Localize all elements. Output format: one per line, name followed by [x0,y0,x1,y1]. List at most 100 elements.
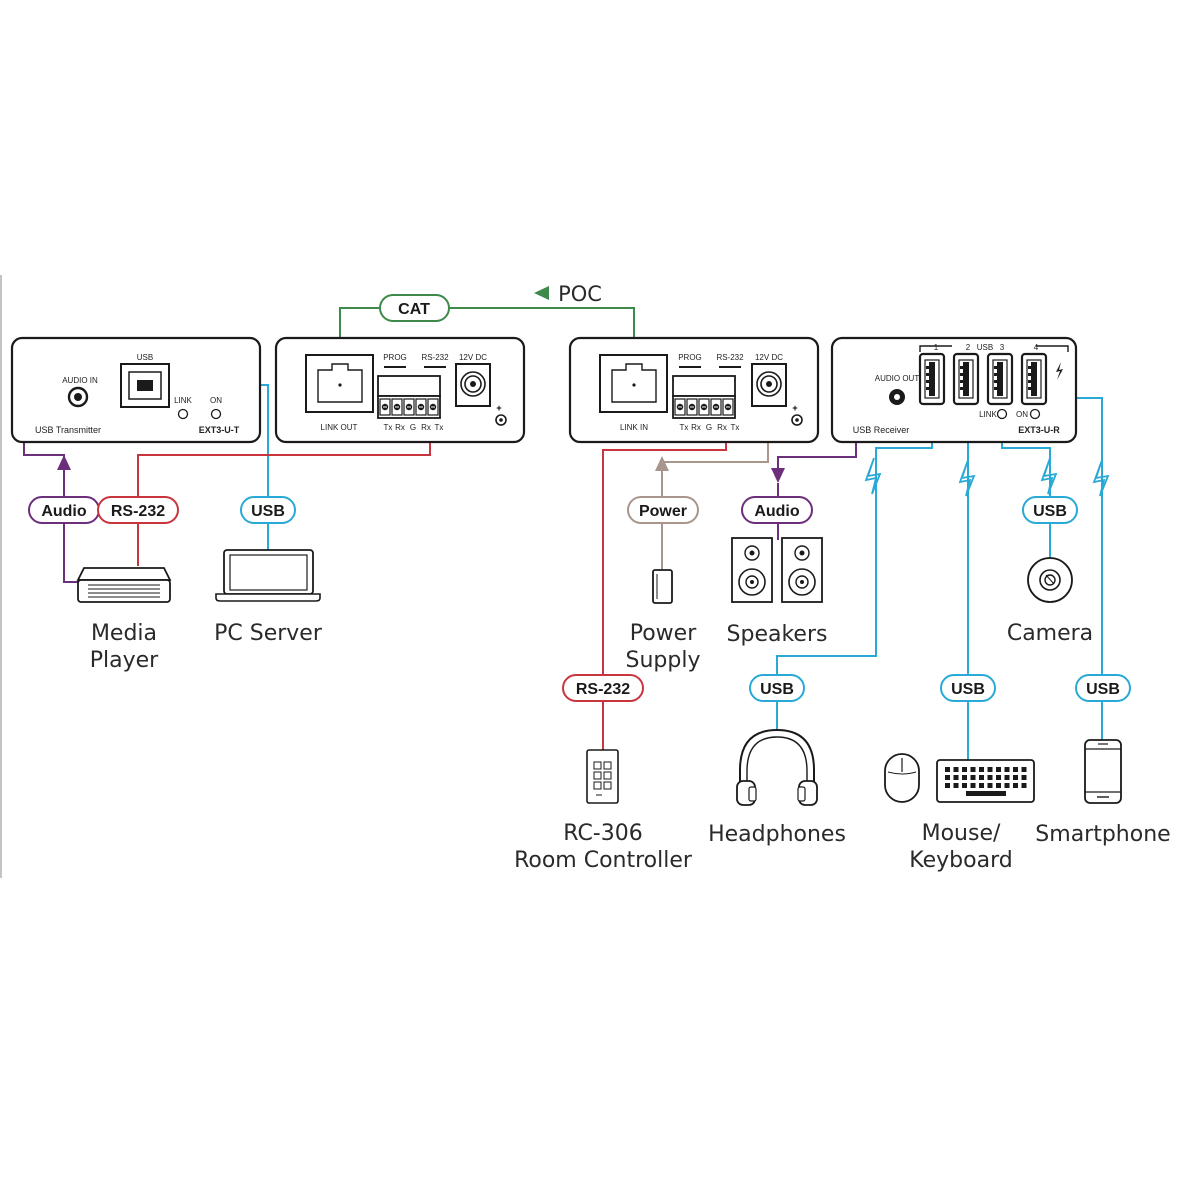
controller-button [603,761,612,770]
transmitter-model: EXT3-U-T [199,425,240,435]
tag-text: Audio [754,503,800,520]
rs232-label: RS-232 [716,353,744,362]
room-controller-label-2: Room Controller [514,848,693,873]
terminal-block [377,395,441,419]
audio-in-label: AUDIO IN [62,376,98,385]
usb-port-4-label: 4 [1034,343,1039,352]
usb-port-label: USB [137,353,153,362]
tag-text: USB [760,681,794,698]
power-arrow-icon [655,456,669,471]
lightning-icon [864,457,882,495]
link-led [996,408,1008,420]
svg-text:G: G [410,423,416,432]
power-supply-icon [652,569,673,604]
tag-usb-keyboard: USB [940,674,996,702]
speakers-label: Speakers [727,622,828,647]
lightning-icon [1040,457,1058,495]
receiver-name: USB Receiver [853,425,910,435]
transmitter-rear-panel: LINK OUT PROG RS-232 Tx Rx G Rx Tx 12V D… [274,336,526,444]
audio-arrow-icon [57,455,71,470]
link-led-label: LINK [979,410,997,419]
room-controller-icon [586,749,619,804]
speakers-icon [731,537,823,603]
controller-button [603,771,612,780]
tag-text: RS-232 [111,503,165,520]
terminal-block-top [672,375,736,397]
media-player-label: Media [91,621,157,646]
svg-text:G: G [706,423,712,432]
tag-audio-left: Audio [28,496,100,524]
tag-audio-right: Audio [741,496,813,524]
terminal-block-top [377,375,441,397]
controller-button [593,781,602,790]
camera-label: Camera [1007,621,1093,646]
audio-out-label: AUDIO OUT [875,374,920,383]
laptop-icon [215,549,321,602]
receiver-model: EXT3-U-R [1018,425,1060,435]
mouse-icon [884,753,920,803]
svg-text:+: + [792,403,797,413]
charging-icon [1056,362,1063,380]
controller-button [593,761,602,770]
tag-rs232-right: RS-232 [562,674,644,702]
on-led [210,408,222,420]
poc-label: POC [558,282,602,306]
on-led [1029,408,1041,420]
audio-arrow-icon-right [771,468,785,483]
tag-text: Power [639,503,687,520]
media-player-label-2: Player [90,648,159,673]
dc-label: 12V DC [755,353,783,362]
camera-icon [1027,557,1073,603]
poc-arrow-icon [534,286,549,300]
lightning-icon [958,459,976,497]
usb-b-port-core [137,380,153,391]
usb-ports-label: USB [977,343,993,352]
svg-text:Tx: Tx [384,423,393,432]
tag-usb-camera: USB [1022,496,1078,524]
tag-text: USB [951,681,985,698]
link-out-label: LINK OUT [321,423,358,432]
mouse-keyboard-label: Mouse/ [922,821,1001,846]
tag-usb-pc: USB [240,496,296,524]
headphones-icon [736,728,818,806]
spacebar [966,791,1006,796]
svg-text:Rx: Rx [421,423,431,432]
dc-label: 12V DC [459,353,487,362]
cat-tag-text: CAT [398,301,430,318]
rj45-icon [611,363,657,403]
headphones-label: Headphones [708,822,846,847]
smartphone-icon [1084,739,1122,804]
tag-text: RS-232 [576,681,630,698]
terminal-pin-labels: Tx Rx G Rx Tx [384,423,444,432]
terminal-pin-labels: Tx Rx G Rx Tx [680,423,740,432]
audio-in-jack-core [74,393,82,401]
prog-label: PROG [383,353,407,362]
power-supply-label: Power [630,621,697,646]
tag-text: Audio [41,503,87,520]
svg-text:+: + [496,403,501,413]
usb-port-3-label: 3 [1000,343,1005,352]
svg-text:Rx: Rx [717,423,727,432]
controller-button [603,781,612,790]
cat-tag [379,294,450,322]
room-controller-label: RC-306 [563,821,642,846]
cat-cable [339,307,635,362]
tag-usb-headphones: USB [749,674,805,702]
keyboard-icon [936,759,1035,803]
link-led [177,408,189,420]
tag-usb-phone: USB [1075,674,1131,702]
transmitter-name: USB Transmitter [35,425,101,435]
lightning-icon [1092,459,1110,497]
on-led-label: ON [210,396,222,405]
mouse-keyboard-label-2: Keyboard [909,848,1012,873]
svg-text:Tx: Tx [680,423,689,432]
usb-wireless-icons [864,457,1110,497]
transmitter-front-panel: AUDIO IN USB LINK ON USB Transmitter EXT… [10,336,262,444]
usb-a-ports [918,352,1048,406]
link-led-label: LINK [174,396,192,405]
prog-label: PROG [678,353,702,362]
terminal-block [672,395,736,419]
